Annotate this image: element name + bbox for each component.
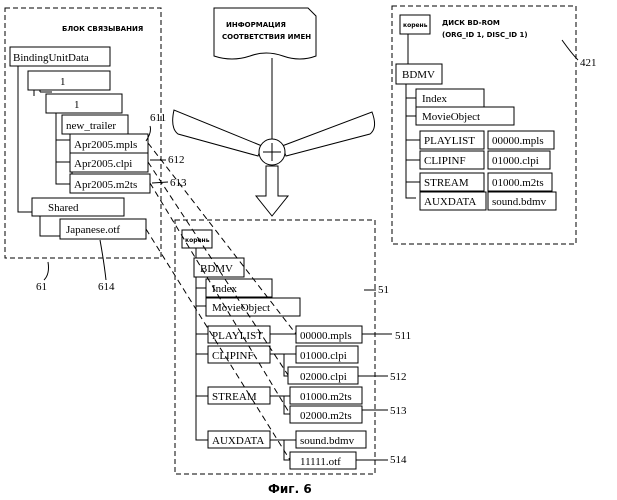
svg-text:new_trailer: new_trailer [66,120,116,132]
figure-caption: Фиг. 6 [268,482,312,496]
virtual-filesystem-block: корень 51 BDMV Index MovieObject PLAYLIS… [175,220,411,474]
svg-text:sound.bdmv: sound.bdmv [300,435,355,447]
svg-text:Apr2005.clpi: Apr2005.clpi [74,158,132,170]
ref-611: 611 [150,112,166,124]
disc-root-label: корень [403,22,428,29]
svg-text:BDMV: BDMV [402,69,435,81]
merge-symbol [173,110,375,216]
svg-text:01000.clpi: 01000.clpi [300,350,347,362]
svg-text:02000.m2ts: 02000.m2ts [300,410,352,422]
svg-text:01000.m2ts: 01000.m2ts [300,391,352,403]
svg-text:MovieObject: MovieObject [422,111,480,123]
svg-text:STREAM: STREAM [424,177,469,189]
svg-text:BindingUnitData: BindingUnitData [13,52,89,64]
name-mapping-info: ИНФОРМАЦИЯ СООТВЕТСТВИЯ ИМЕН [214,8,316,140]
svg-text:00000.mpls: 00000.mpls [492,135,544,147]
svg-text:Japanese.otf: Japanese.otf [66,224,120,236]
ref-514: 514 [390,454,407,466]
svg-text:sound.bdmv: sound.bdmv [492,196,547,208]
svg-text:01000.m2ts: 01000.m2ts [492,177,544,189]
disc-subtitle: (ORG_ID 1, DISC_ID 1) [442,31,528,39]
svg-text:MovieObject: MovieObject [212,302,270,314]
svg-text:CLIPINF: CLIPINF [212,350,254,362]
merge-down-arrow-icon [256,166,288,216]
svg-text:Apr2005.m2ts: Apr2005.m2ts [74,179,137,191]
svg-text:1: 1 [74,99,80,111]
name-info-line2: СООТВЕТСТВИЯ ИМЕН [222,33,311,41]
ref-614: 614 [98,281,115,293]
svg-text:1: 1 [60,76,66,88]
ref-612: 612 [168,154,185,166]
svg-text:STREAM: STREAM [212,391,257,403]
svg-text:02000.clpi: 02000.clpi [300,371,347,383]
bd-rom-disc-block: корень ДИСК BD-ROM (ORG_ID 1, DISC_ID 1)… [392,6,597,244]
ref-51: 51 [378,284,389,296]
ref-512: 512 [390,371,407,383]
svg-text:Index: Index [212,283,238,295]
svg-text:00000.mpls: 00000.mpls [300,330,352,342]
ref-513: 513 [390,405,407,417]
svg-text:PLAYLIST: PLAYLIST [424,135,475,147]
merge-blade-right [282,112,375,156]
svg-text:11111.otf: 11111.otf [300,456,341,468]
binding-item-1b [46,94,122,113]
ref-511: 511 [395,330,411,342]
svg-text:AUXDATA: AUXDATA [424,196,476,208]
binding-item-1a [28,71,110,90]
svg-text:Apr2005.mpls: Apr2005.mpls [74,139,137,151]
svg-text:Shared: Shared [48,202,79,214]
binding-block-title: БЛОК СВЯЗЫВАНИЯ [62,25,143,33]
virtual-root-label: корень [185,237,210,244]
ref-421: 421 [580,57,597,69]
svg-text:CLIPINF: CLIPINF [424,155,466,167]
svg-text:PLAYLIST: PLAYLIST [212,330,263,342]
svg-text:Index: Index [422,93,448,105]
svg-text:01000.clpi: 01000.clpi [492,155,539,167]
svg-text:AUXDATA: AUXDATA [212,435,264,447]
disc-title: ДИСК BD-ROM [442,19,500,27]
name-info-line1: ИНФОРМАЦИЯ [226,21,286,29]
ref-61: 61 [36,281,47,293]
merge-blade-left [173,110,262,156]
